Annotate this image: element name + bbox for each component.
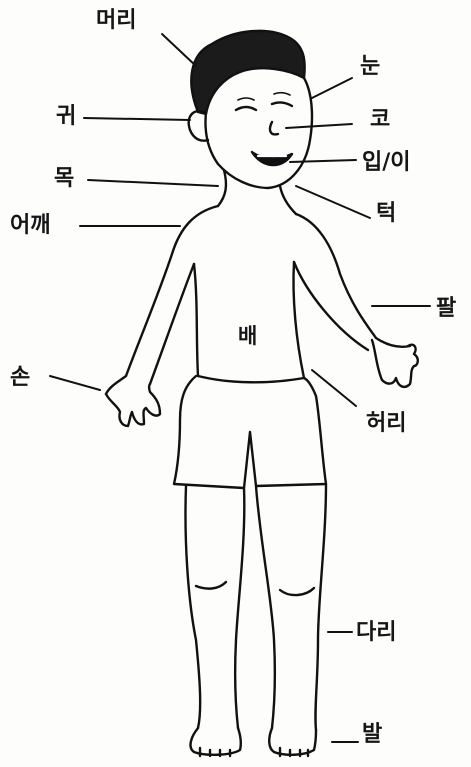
eye-right — [272, 102, 292, 106]
face-outline — [206, 78, 313, 188]
label-mouth: 입/이 — [362, 152, 411, 174]
mouth-shape — [252, 152, 292, 165]
label-leg: 다리 — [356, 622, 396, 644]
torso — [194, 264, 198, 376]
left-foot — [191, 728, 241, 755]
hair — [191, 31, 304, 114]
left-hand — [106, 384, 160, 426]
label-neck: 목 — [54, 168, 74, 190]
left-leg — [185, 486, 200, 728]
left-arm — [106, 206, 218, 394]
label-ear: 귀 — [56, 106, 76, 128]
label-nose: 코 — [370, 109, 390, 131]
label-foot: 발 — [362, 724, 382, 746]
label-hand: 손 — [10, 367, 30, 389]
right-leg — [256, 486, 275, 728]
label-arm: 팔 — [436, 298, 456, 320]
label-waist: 허리 — [366, 413, 406, 435]
neck — [218, 170, 226, 206]
eye-left — [236, 107, 256, 110]
nose-shape — [270, 122, 278, 134]
label-chin: 턱 — [376, 203, 396, 225]
label-belly: 배 — [238, 326, 257, 347]
label-shoulder: 어깨 — [10, 215, 50, 237]
label-head: 머리 — [96, 10, 136, 32]
shorts — [174, 376, 326, 488]
label-eye: 눈 — [360, 56, 380, 78]
